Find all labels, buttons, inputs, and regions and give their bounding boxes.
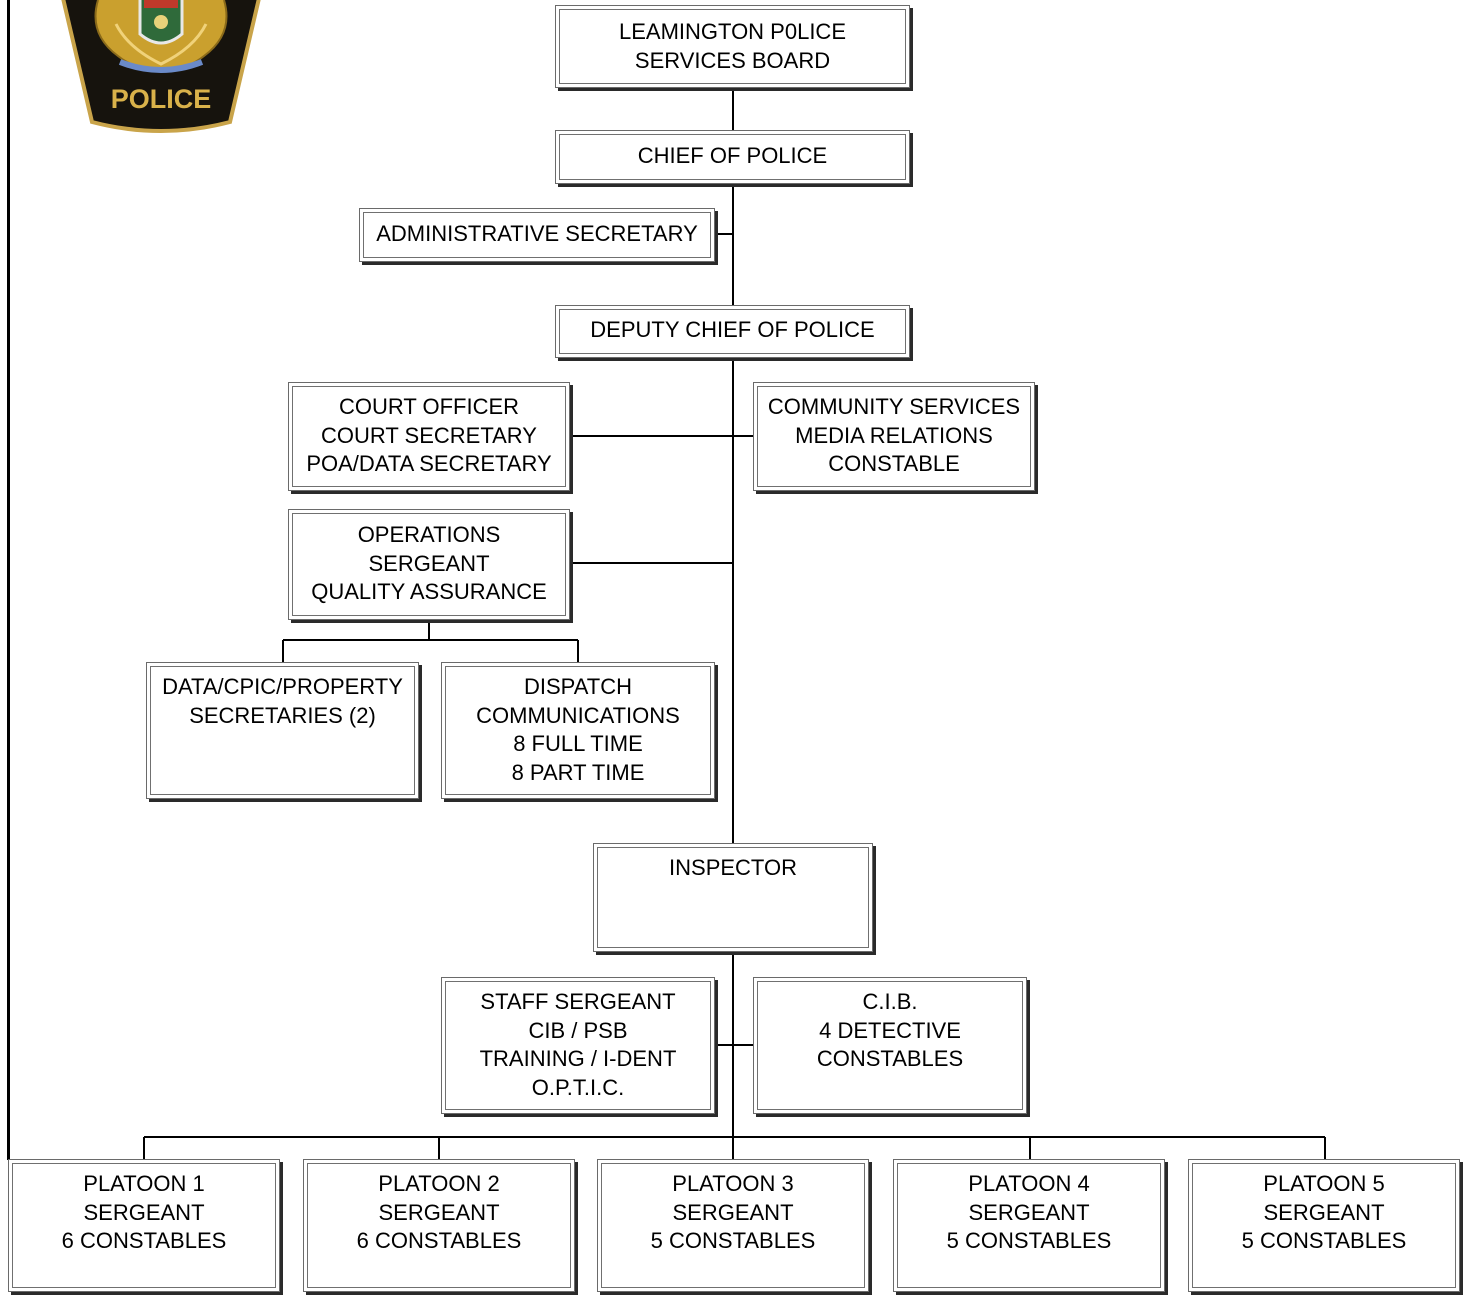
- administrative-secretary-box: ADMINISTRATIVE SECRETARY: [359, 208, 715, 262]
- court-officer-box: COURT OFFICER COURT SECRETARY POA/DATA S…: [288, 382, 570, 491]
- box-line: DISPATCH: [524, 674, 632, 699]
- box-line: POA/DATA SECRETARY: [306, 451, 552, 476]
- box-line: 8 PART TIME: [511, 759, 645, 785]
- police-badge-logo: POLICE: [61, 0, 261, 133]
- box-line: PLATOON 3: [672, 1171, 794, 1196]
- box-line: O.P.T.I.C.: [531, 1074, 625, 1100]
- box-line: MEDIA RELATIONS: [795, 422, 993, 448]
- platoon-4-box: PLATOON 4 SERGEANT 5 CONSTABLES: [893, 1159, 1165, 1292]
- deputy-chief-box: DEPUTY CHIEF OF POLICE: [555, 305, 910, 358]
- box-line: 6 CONSTABLES: [61, 1228, 227, 1253]
- box-line: CHIEF OF POLICE: [637, 143, 828, 168]
- box-line: PLATOON 1: [83, 1171, 205, 1196]
- box-line: SERVICES BOARD: [634, 47, 831, 73]
- data-cpic-property-box: DATA/CPIC/PROPERTY SECRETARIES (2): [146, 662, 419, 799]
- police-services-board-box: LEAMINGTON P0LICE SERVICES BOARD: [555, 5, 910, 88]
- box-line: SERGEANT: [83, 1199, 205, 1225]
- box-line: SERGEANT: [1263, 1199, 1385, 1225]
- inspector-box: INSPECTOR: [593, 843, 873, 952]
- staff-sergeant-box: STAFF SERGEANT CIB / PSB TRAINING / I-DE…: [441, 977, 715, 1114]
- logo-text: POLICE: [111, 84, 212, 114]
- box-line: CONSTABLE: [828, 451, 960, 476]
- box-line: 5 CONSTABLES: [1241, 1228, 1407, 1253]
- left-border-rule: [7, 0, 10, 1160]
- box-line: LEAMINGTON P0LICE: [619, 19, 846, 44]
- box-line: SERGEANT: [672, 1199, 794, 1225]
- box-line: COURT SECRETARY: [321, 422, 537, 448]
- box-line: TRAINING / I-DENT: [479, 1046, 677, 1071]
- box-line: C.I.B.: [862, 989, 918, 1014]
- box-line: PLATOON 2: [378, 1171, 500, 1196]
- box-line: DEPUTY CHIEF OF POLICE: [590, 317, 875, 342]
- operations-sergeant-box: OPERATIONS SERGEANT QUALITY ASSURANCE: [288, 509, 570, 620]
- box-line: STAFF SERGEANT: [480, 989, 676, 1014]
- box-line: CIB / PSB: [528, 1017, 628, 1043]
- box-line: ADMINISTRATIVE SECRETARY: [376, 221, 698, 246]
- box-line: 5 CONSTABLES: [946, 1228, 1112, 1253]
- box-line: 4 DETECTIVE: [819, 1017, 961, 1043]
- platoon-3-box: PLATOON 3 SERGEANT 5 CONSTABLES: [597, 1159, 869, 1292]
- box-line: PLATOON 4: [968, 1171, 1090, 1196]
- box-line: QUALITY ASSURANCE: [311, 579, 547, 604]
- chief-of-police-box: CHIEF OF POLICE: [555, 130, 910, 184]
- box-line: 8 FULL TIME: [513, 731, 643, 756]
- box-line: COMMUNICATIONS: [476, 702, 680, 728]
- box-line: SERGEANT: [378, 1199, 500, 1225]
- box-line: 6 CONSTABLES: [356, 1228, 522, 1253]
- box-line: SERGEANT: [368, 550, 490, 576]
- box-line: PLATOON 5: [1263, 1171, 1385, 1196]
- box-line: INSPECTOR: [669, 855, 797, 880]
- box-line: SERGEANT: [968, 1199, 1090, 1225]
- box-line: SECRETARIES (2): [189, 702, 376, 728]
- box-line: OPERATIONS: [357, 522, 501, 547]
- cib-detectives-box: C.I.B. 4 DETECTIVE CONSTABLES: [753, 977, 1027, 1114]
- platoon-2-box: PLATOON 2 SERGEANT 6 CONSTABLES: [303, 1159, 575, 1292]
- box-line: DATA/CPIC/PROPERTY: [162, 674, 403, 699]
- platoon-1-box: PLATOON 1 SERGEANT 6 CONSTABLES: [8, 1159, 280, 1292]
- platoon-5-box: PLATOON 5 SERGEANT 5 CONSTABLES: [1188, 1159, 1460, 1292]
- community-services-box: COMMUNITY SERVICES MEDIA RELATIONS CONST…: [753, 382, 1035, 491]
- box-line: 5 CONSTABLES: [650, 1228, 816, 1253]
- box-line: CONSTABLES: [816, 1046, 964, 1071]
- dispatch-communications-box: DISPATCH COMMUNICATIONS 8 FULL TIME 8 PA…: [441, 662, 715, 799]
- box-line: COMMUNITY SERVICES: [767, 394, 1021, 419]
- box-line: COURT OFFICER: [338, 394, 520, 419]
